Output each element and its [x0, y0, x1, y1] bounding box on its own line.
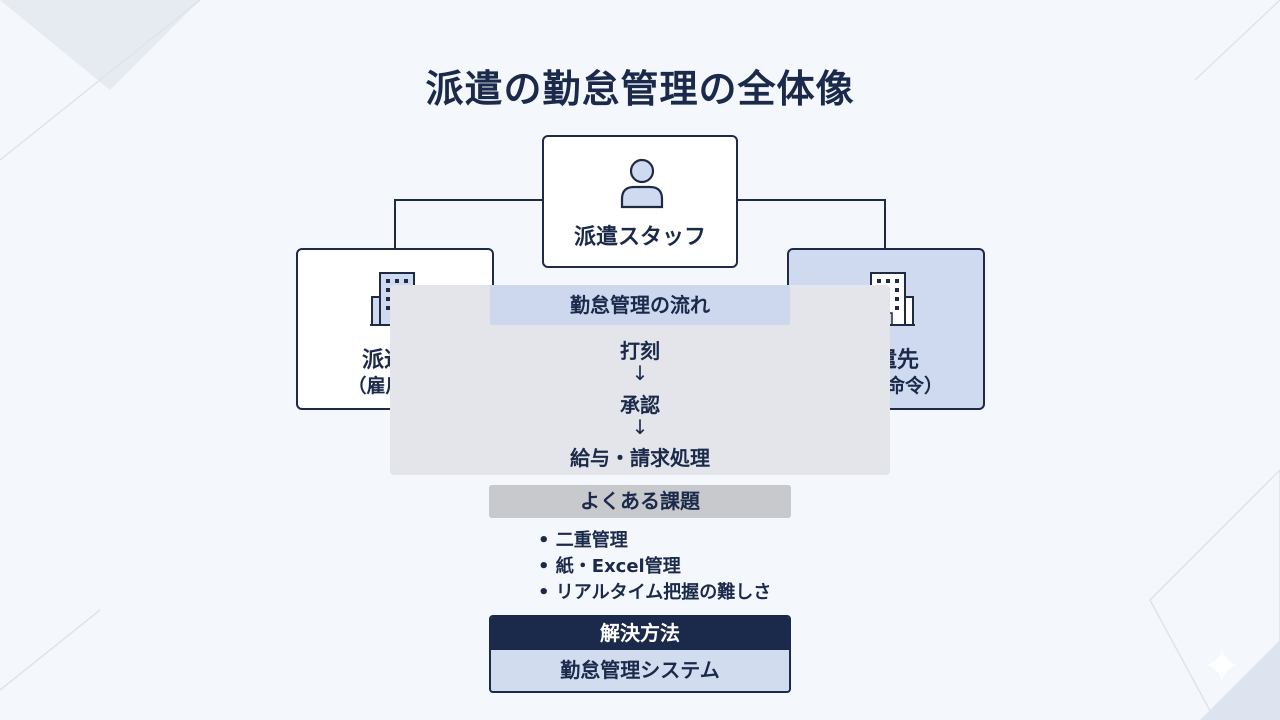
down-arrow-icon: ↓ [631, 361, 649, 385]
solution-title: 解決方法 [491, 617, 789, 650]
solution-box: 解決方法 勤怠管理システム [489, 615, 791, 693]
deco-line [0, 609, 101, 691]
page-title: 派遣の勤怠管理の全体像 [425, 67, 855, 111]
solution-body: 勤怠管理システム [560, 658, 720, 682]
issue-item: • 二重管理 [538, 530, 628, 551]
corner-shape-top-left [0, 0, 200, 90]
sparkle-icon [1206, 648, 1238, 682]
deco-line [1194, 0, 1280, 81]
connector-staff-source [394, 199, 543, 250]
person-icon [620, 158, 664, 209]
flow-step-approval: 承認 [620, 393, 660, 417]
deco-line [0, 0, 201, 161]
flow-step-punch: 打刻 [620, 339, 660, 363]
down-arrow-icon: ↓ [631, 415, 649, 439]
staff-label: 派遣スタッフ [573, 225, 706, 250]
flow-step-payroll-billing: 給与・請求処理 [570, 446, 710, 470]
issue-item: • 紙・Excel管理 [538, 556, 681, 577]
issues-title: よくある課題 [489, 485, 791, 518]
deco-line [1149, 468, 1280, 720]
connector-staff-dest [737, 199, 886, 250]
staff-box: 派遣スタッフ [542, 135, 738, 268]
flow-title: 勤怠管理の流れ [490, 285, 790, 325]
corner-shape-bottom-right [1200, 640, 1280, 720]
issue-item: • リアルタイム把握の難しさ [538, 582, 772, 603]
